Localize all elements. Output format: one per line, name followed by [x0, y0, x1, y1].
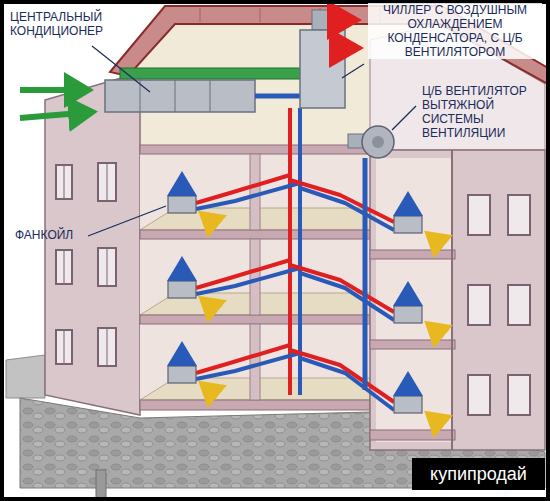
component-label: ЧИЛЛЕР С ВОЗДУШНЫМ ОХЛАЖДЕНИЕМ КОНДЕНСАТ…: [368, 3, 542, 59]
watermark: купипродай: [412, 458, 545, 490]
component-label: Ц/Б ВЕНТИЛЯТОР ВЫТЯЖНОЙ СИСТЕМЫ ВЕНТИЛЯЦ…: [420, 84, 544, 140]
component-label: ФАНКОЙЛ: [15, 228, 73, 242]
component-label: ЦЕНТРАЛЬНЫЙ КОНДИЦИОНЕР: [10, 10, 135, 38]
